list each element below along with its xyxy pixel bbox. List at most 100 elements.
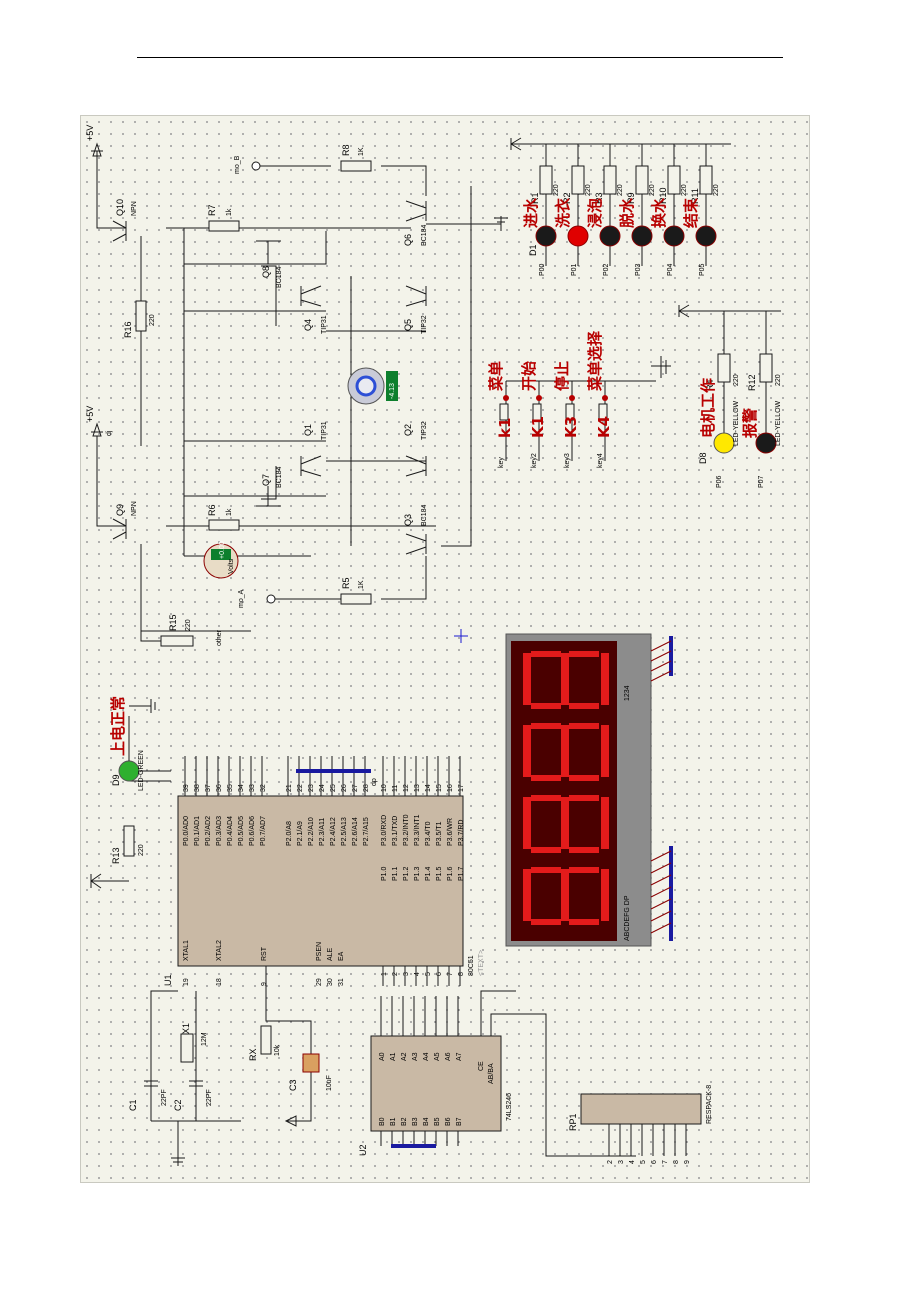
transistor-q7: Q7 BC184 — [256, 466, 283, 507]
u1-pin-label: P1.2 — [403, 866, 410, 881]
net-label: P00 — [539, 263, 546, 276]
svg-text:TIP31: TIP31 — [321, 421, 328, 440]
svg-text:TIP31: TIP31 — [321, 315, 328, 334]
key-ref: K4 — [595, 416, 613, 438]
status-led-label: 结束 — [682, 197, 700, 228]
u1-pin-label: P0.5/AD5 — [238, 816, 245, 846]
u1-pin-num: 16 — [447, 784, 454, 792]
u1-pin-label: P2.2/A10 — [308, 817, 315, 846]
resistor-r15: R15 220 — [160, 614, 194, 647]
u1-pin-num: 21 — [286, 784, 293, 792]
u1-pin-num: 19 — [183, 978, 190, 986]
u1-pin-label: P1.0 — [381, 866, 388, 881]
u1-pin-label: P3.3/INT1 — [414, 814, 421, 846]
digit-segment — [531, 867, 561, 873]
status-led-label: 进水 — [522, 197, 540, 228]
u1-pin-label: P3.2/INT0 — [403, 814, 410, 846]
supply-symbol-mid: +5V — [85, 406, 103, 437]
status-led — [567, 225, 589, 247]
u1-pin-num: 1 — [381, 972, 388, 976]
svg-text:AB/BA: AB/BA — [488, 1063, 495, 1084]
digit-segment — [601, 869, 609, 921]
svg-text:U2: U2 — [358, 1144, 368, 1156]
rp-pin-num: 7 — [662, 1160, 669, 1164]
svg-text:Q9: Q9 — [115, 504, 125, 516]
resistor-r2 — [571, 165, 585, 195]
u1-pin-label: P2.0/A8 — [286, 821, 293, 846]
status-led — [599, 225, 621, 247]
u1-pin-label: P3.6/WR — [447, 818, 454, 846]
svg-text:mo_B: mo_B — [234, 155, 241, 174]
svg-text:TIP32: TIP32 — [421, 421, 428, 440]
svg-text:RX: RX — [248, 1048, 258, 1061]
u1-pin-num: 15 — [436, 784, 443, 792]
svg-text:Q10: Q10 — [115, 199, 125, 216]
key-switch — [532, 403, 542, 421]
svg-text:1234: 1234 — [624, 685, 631, 701]
svg-text:Q1: Q1 — [303, 424, 313, 436]
dc-motor: -4.13 — [347, 367, 398, 405]
digit-segment — [569, 795, 599, 801]
voltmeter: +0.00 Volts — [203, 541, 239, 579]
svg-text:220: 220 — [138, 844, 145, 856]
crystal-section: X1 12M C1 C2 22PF 22PF — [128, 990, 241, 1166]
u1-pin-num: 32 — [260, 784, 267, 792]
svg-text:C2: C2 — [173, 1099, 183, 1111]
svg-text:NPN: NPN — [131, 501, 138, 516]
resistor-r3 — [603, 165, 617, 195]
u1-pin-num: 9 — [261, 982, 268, 986]
key-dot — [602, 395, 608, 401]
u1-pin-num: 36 — [216, 784, 223, 792]
net-label: P01 — [571, 263, 578, 276]
transistor-q10: Q10 NPN — [112, 199, 138, 242]
svg-text:BC184: BC184 — [276, 266, 283, 288]
svg-text:LED-YELLOW: LED-YELLOW — [775, 400, 782, 446]
u1-pin-label: P2.4/A12 — [330, 817, 337, 846]
svg-text:+5V: +5V — [85, 406, 95, 422]
u1-pin-label: P1.4 — [425, 866, 432, 881]
svg-text:ABCDEFG DP: ABCDEFG DP — [624, 895, 631, 941]
status-led-label: 换水 — [650, 197, 668, 228]
svg-text:Q8: Q8 — [261, 266, 271, 278]
svg-text:D8: D8 — [698, 452, 708, 464]
key-label: 菜单选择 — [586, 330, 604, 392]
digit-segment — [561, 653, 569, 705]
svg-text:R6: R6 — [207, 504, 217, 516]
u1-pin-num: 31 — [338, 978, 345, 986]
rp-pin-num: 9 — [684, 1160, 691, 1164]
svg-text:R7: R7 — [207, 204, 217, 216]
resistor-r10 — [667, 165, 681, 195]
status-led — [695, 225, 717, 247]
svg-text:80C51: 80C51 — [468, 955, 475, 976]
key-label: 菜单 — [487, 361, 505, 392]
key-dot — [536, 395, 542, 401]
key-switch — [565, 403, 575, 421]
digit-segment — [523, 869, 531, 921]
u1-pin-label: P2.3/A11 — [319, 818, 326, 846]
key-ref: K1 — [529, 416, 547, 438]
u1-pin-num: 11 — [392, 785, 399, 792]
u1-pin-num: 24 — [319, 784, 326, 792]
u1-pin-num: 18 — [216, 978, 223, 986]
alarm-led — [755, 432, 777, 454]
u1-pin-num: 27 — [352, 784, 359, 792]
u1-pin-label: P3.7/RD — [458, 820, 465, 846]
svg-text:R12: R12 — [747, 374, 757, 391]
svg-text:74LS246: 74LS246 — [506, 1093, 513, 1121]
svg-text:Q5: Q5 — [403, 319, 413, 331]
u1-pin-label: P1.1 — [392, 866, 399, 881]
u1-pin-label: P1.5 — [436, 866, 443, 881]
svg-text:Q2: Q2 — [403, 424, 413, 436]
svg-text:U1: U1 — [163, 974, 173, 986]
u1-pin-num: 23 — [308, 784, 315, 792]
resistor-r16: R16 220 — [123, 300, 156, 338]
svg-text:220: 220 — [775, 374, 782, 386]
svg-text:R15: R15 — [168, 614, 178, 631]
resistor-ref: R1 — [530, 192, 540, 204]
digit-segment — [531, 651, 561, 657]
key-net: key4 — [597, 453, 604, 468]
power-on-led — [118, 760, 140, 782]
net-label: P02 — [603, 263, 610, 276]
u1-pin-label: P2.7/A15 — [363, 817, 370, 846]
